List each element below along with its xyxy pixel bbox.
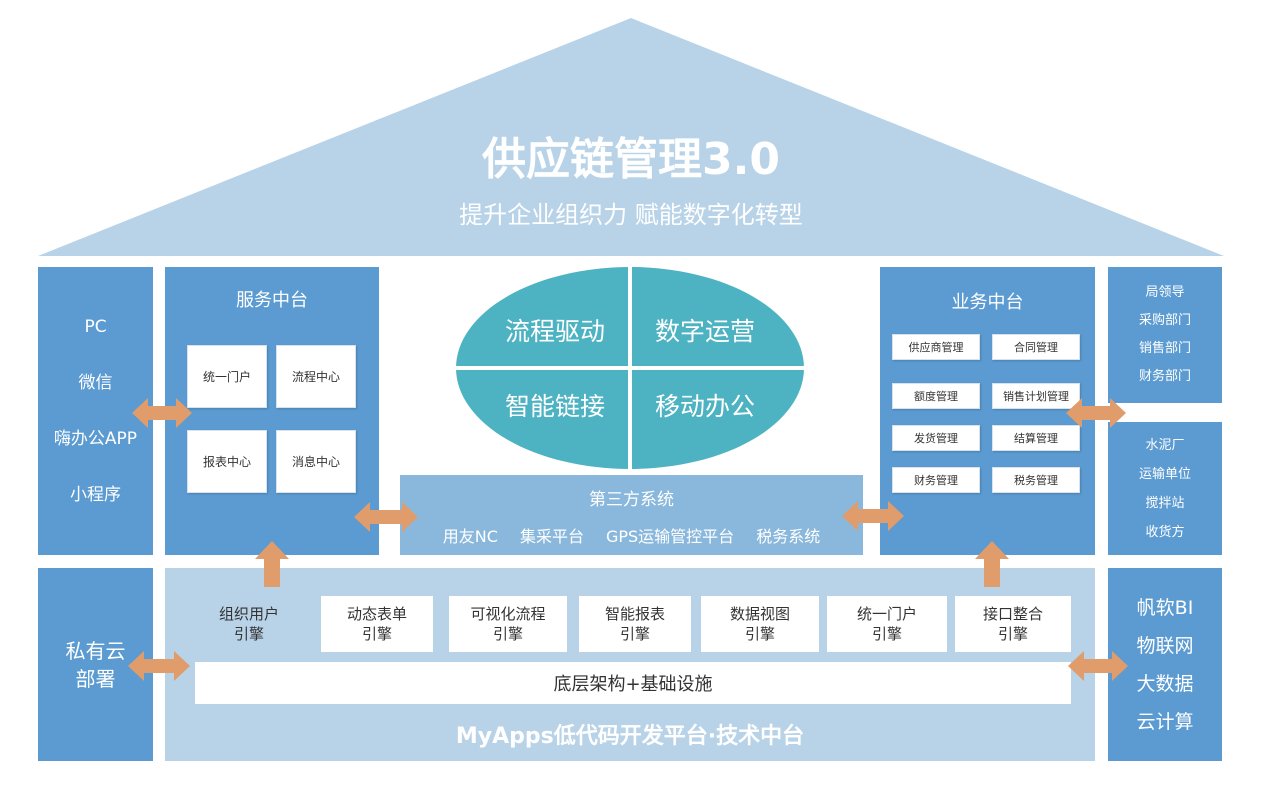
engine-name: 动态表单 xyxy=(346,605,407,623)
engine-suffix: 引擎 xyxy=(233,625,264,643)
card-supplier-mgmt: 供应商管理 xyxy=(892,334,980,360)
partner-mixing-station: 搅拌站 xyxy=(1145,495,1185,511)
business-platform-title: 业务中台 xyxy=(951,292,1024,313)
private-cloud-line2: 部署 xyxy=(75,666,116,691)
right-partners-panel: 水泥厂 运输单位 搅拌站 收货方 xyxy=(1108,422,1222,555)
left-channels-panel: PC 微信 嗨办公APP 小程序 xyxy=(38,267,153,555)
tech-iot: 物联网 xyxy=(1136,634,1194,657)
partner-receiver: 收货方 xyxy=(1145,524,1185,540)
engine-org-user: 组织用户 引擎 xyxy=(193,596,305,652)
third-party-title: 第三方系统 xyxy=(589,489,674,510)
private-cloud-panel: 私有云 部署 xyxy=(38,568,153,761)
channel-miniprogram: 小程序 xyxy=(70,485,121,505)
business-platform-panel: 业务中台 供应商管理 合同管理 额度管理 销售计划管理 发货管理 结算管理 财务… xyxy=(880,267,1095,555)
card-report-center: 报表中心 xyxy=(187,430,267,493)
card-finance-mgmt: 财务管理 xyxy=(892,467,980,493)
card-message-center: 消息中心 xyxy=(276,430,356,493)
tech-platform-panel: 组织用户 引擎 动态表单 引擎 可视化流程 引擎 智能报表 引擎 数据视图 引擎… xyxy=(165,568,1095,761)
dept-sales: 销售部门 xyxy=(1138,341,1191,356)
infrastructure-bar: 底层架构+基础设施 xyxy=(195,662,1071,704)
third-party-yonyou: 用友NC xyxy=(442,527,498,546)
card-unified-portal: 统一门户 xyxy=(187,345,267,408)
service-platform-title: 服务中台 xyxy=(236,290,308,311)
roof xyxy=(38,18,1224,256)
engine-name: 统一门户 xyxy=(856,605,917,623)
third-party-gps: GPS运输管控平台 xyxy=(605,527,735,546)
oval-mobile-office: 移动办公 xyxy=(654,392,755,421)
oval-digital-ops: 数字运营 xyxy=(654,317,755,346)
engine-suffix: 引擎 xyxy=(619,625,650,643)
roof-subtitle: 提升企业组织力 赋能数字化转型 xyxy=(459,200,803,229)
tech-big-data: 大数据 xyxy=(1136,672,1194,695)
engine-suffix: 引擎 xyxy=(361,625,392,643)
engine-name: 接口整合 xyxy=(982,605,1043,623)
third-party-tax: 税务系统 xyxy=(756,527,821,546)
engine-name: 组织用户 xyxy=(218,605,279,623)
engine-suffix: 引擎 xyxy=(871,625,902,643)
third-party-procurement: 集采平台 xyxy=(519,527,584,546)
card-tax-mgmt: 税务管理 xyxy=(992,467,1080,493)
engine-suffix: 引擎 xyxy=(492,625,523,643)
card-sales-plan-mgmt: 销售计划管理 xyxy=(992,383,1080,409)
dept-procurement: 采购部门 xyxy=(1138,313,1191,328)
engine-suffix: 引擎 xyxy=(997,625,1028,643)
tech-fanruan-bi: 帆软BI xyxy=(1136,596,1194,619)
card-contract-mgmt: 合同管理 xyxy=(992,334,1080,360)
engine-dynamic-form: 动态表单 引擎 xyxy=(321,596,433,652)
card-shipping-mgmt: 发货管理 xyxy=(892,425,980,451)
engine-suffix: 引擎 xyxy=(744,625,775,643)
channel-pc: PC xyxy=(84,317,107,337)
engine-name: 可视化流程 xyxy=(470,605,546,623)
tech-cloud: 云计算 xyxy=(1136,710,1194,733)
engine-data-view: 数据视图 引擎 xyxy=(701,596,819,652)
private-cloud-line1: 私有云 xyxy=(65,638,126,663)
engine-visual-process: 可视化流程 引擎 xyxy=(449,596,567,652)
engine-name: 数据视图 xyxy=(729,605,790,623)
engine-unified-portal: 统一门户 引擎 xyxy=(827,596,947,652)
oval-smart-link: 智能链接 xyxy=(504,392,605,421)
channel-wechat: 微信 xyxy=(78,373,113,393)
partner-transport: 运输单位 xyxy=(1138,466,1191,482)
oval-process-driven: 流程驱动 xyxy=(504,317,605,346)
dept-bureau-leader: 局领导 xyxy=(1145,285,1185,300)
platform-footer: MyApps低代码开发平台·技术中台 xyxy=(455,724,805,749)
right-departments-panel: 局领导 采购部门 销售部门 财务部门 xyxy=(1108,267,1222,403)
card-quota-mgmt: 额度管理 xyxy=(892,383,980,409)
engine-smart-report: 智能报表 引擎 xyxy=(579,596,691,652)
card-process-center: 流程中心 xyxy=(276,345,356,408)
third-party-panel: 第三方系统 用友NC 集采平台 GPS运输管控平台 税务系统 xyxy=(400,475,863,555)
right-tech-panel: 帆软BI 物联网 大数据 云计算 xyxy=(1108,568,1222,761)
channel-app: 嗨办公APP xyxy=(53,429,138,449)
engine-interface-integration: 接口整合 引擎 xyxy=(955,596,1071,652)
roof-title: 供应链管理3.0 xyxy=(482,134,780,185)
center-oval xyxy=(455,266,805,471)
dept-finance: 财务部门 xyxy=(1138,369,1191,384)
engine-name: 智能报表 xyxy=(604,605,665,623)
partner-cement-plant: 水泥厂 xyxy=(1145,437,1185,453)
third-party-items: 用友NC 集采平台 GPS运输管控平台 税务系统 xyxy=(400,521,863,549)
card-settlement-mgmt: 结算管理 xyxy=(992,425,1080,451)
service-platform-panel: 服务中台 统一门户 流程中心 报表中心 消息中心 xyxy=(165,267,379,555)
